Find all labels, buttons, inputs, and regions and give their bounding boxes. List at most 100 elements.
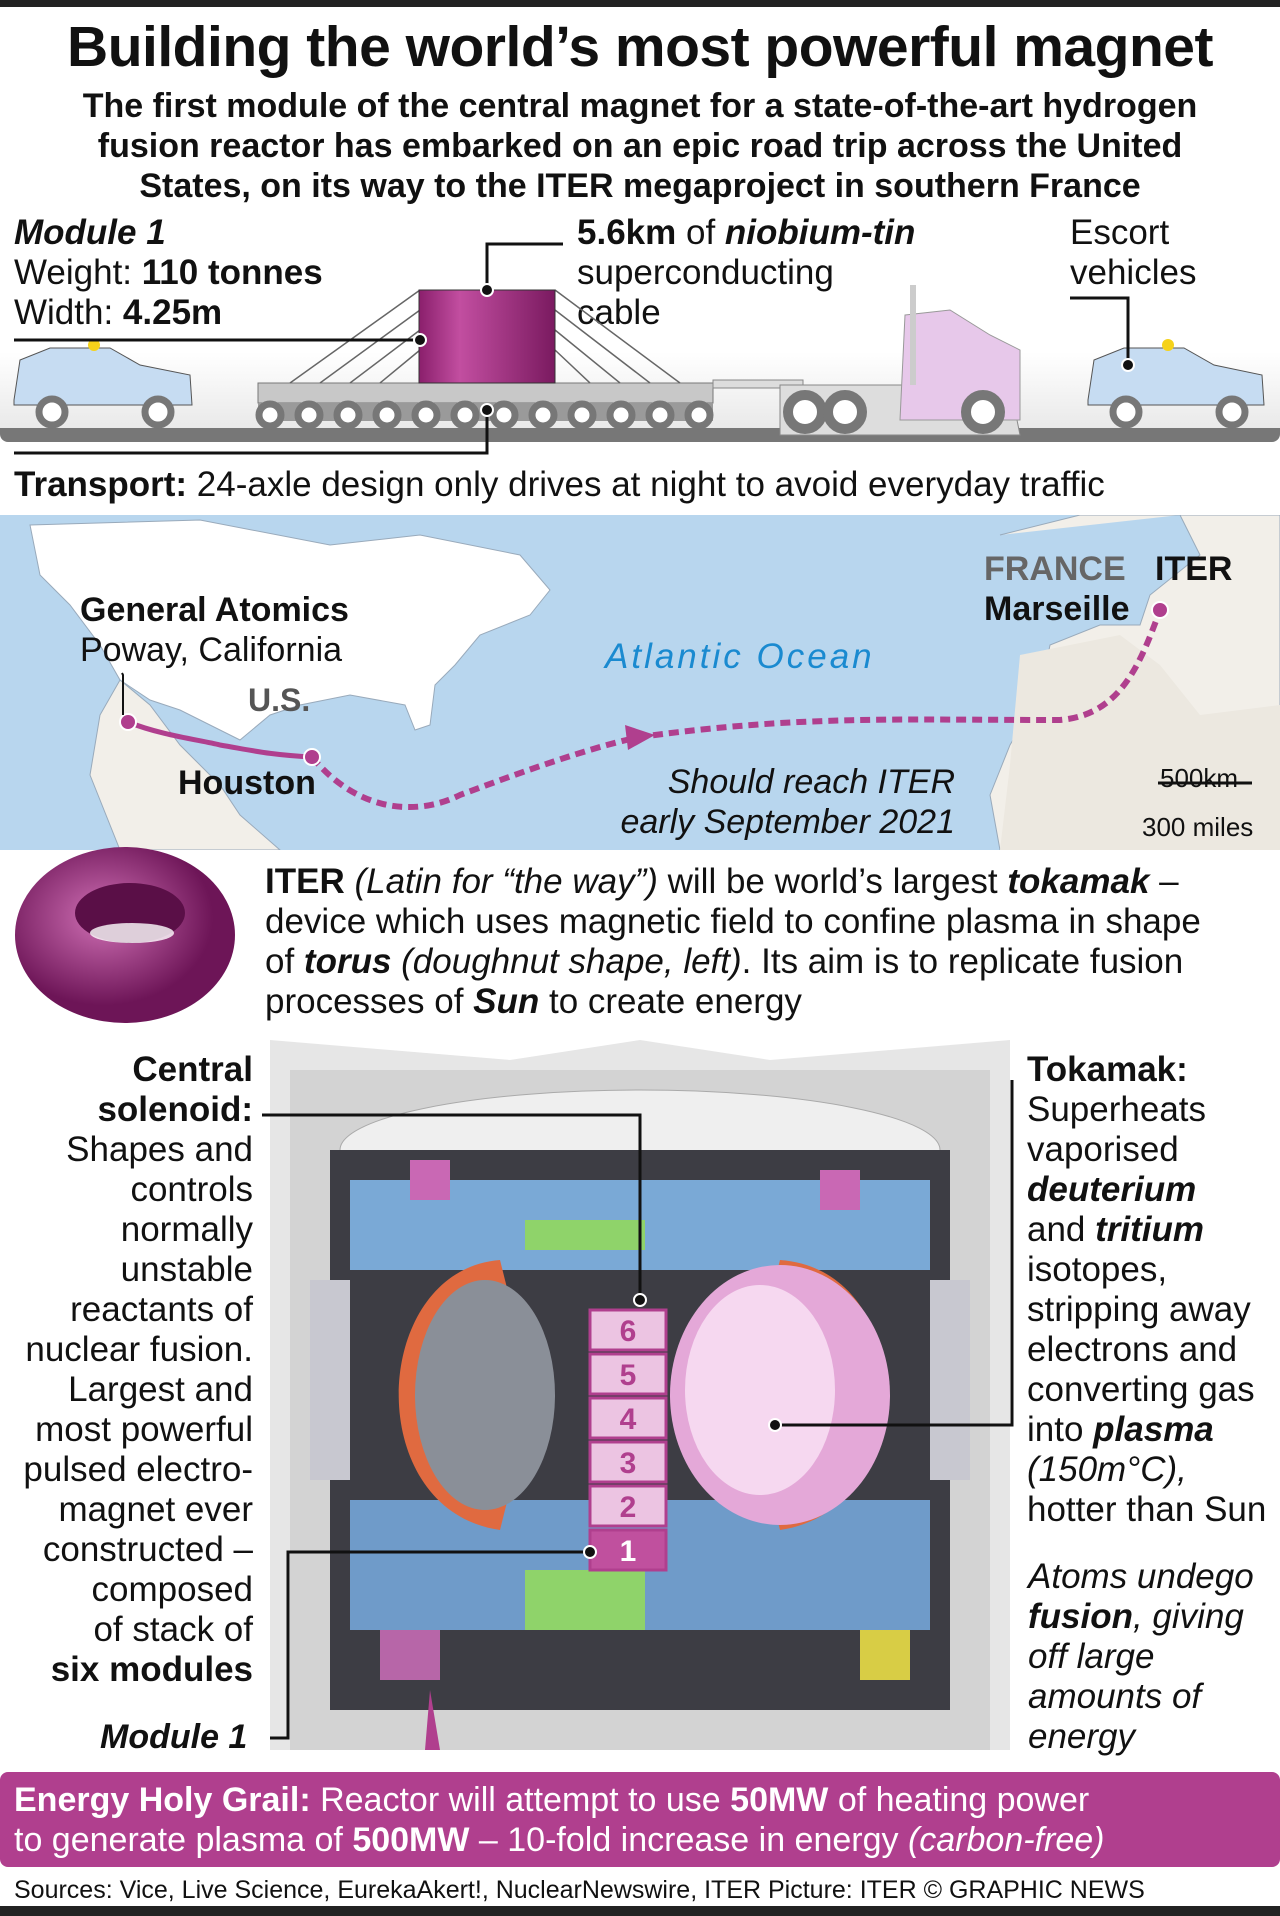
eta-line: early September 2021 [620, 803, 955, 841]
text: vaporised [1027, 1130, 1179, 1169]
solenoid-module [588, 1352, 668, 1396]
text: to generate plasma of [14, 1821, 353, 1859]
subtitle-line: States, on its way to the ITER megaproje… [139, 167, 1141, 205]
text: energy [1028, 1717, 1136, 1756]
origin-name: General Atomics [80, 591, 349, 629]
cable-info: 5.6km of niobium-tin superconducting cab… [577, 213, 915, 333]
text: of [265, 942, 304, 981]
magnet-module [418, 289, 556, 384]
text: Largest and [68, 1370, 253, 1409]
text: , giving [1132, 1597, 1244, 1636]
escort-car-right [1087, 339, 1265, 429]
leader-lines [14, 242, 1130, 455]
text: processes of [265, 982, 474, 1021]
tokamak-title: Tokamak: [1027, 1050, 1188, 1089]
route-map [0, 515, 1280, 850]
origin-place: Poway, California [80, 631, 343, 669]
torus-illustration [15, 847, 235, 1023]
torus-term: torus [303, 942, 392, 981]
text: off large [1028, 1637, 1155, 1676]
route-arrow [625, 725, 655, 750]
france-label: FRANCE [984, 550, 1126, 588]
transport-label: Transport: [14, 465, 188, 504]
scale-km: 500km [1160, 763, 1239, 793]
text: Superheats [1027, 1090, 1207, 1129]
transport-text: 24-axle design only drives at night to a… [187, 465, 1105, 504]
text: of heating power [828, 1781, 1090, 1819]
iter-latin: (Latin for “the way”) [344, 862, 658, 901]
escort-label: Escort vehicles [1070, 213, 1196, 293]
text: constructed – [42, 1530, 253, 1569]
top-bar [0, 0, 1280, 7]
text: Atoms undego [1028, 1557, 1254, 1596]
iter-term: ITER [265, 862, 345, 901]
subtitle-line: The first module of the central magnet f… [82, 87, 1198, 125]
tokamak-term: tokamak [1007, 862, 1150, 901]
cable-length: 5.6km [577, 213, 677, 252]
sun-term: Sun [473, 982, 540, 1021]
transport-note: Transport: 24-axle design only drives at… [14, 465, 1105, 505]
text: into [1027, 1410, 1094, 1449]
text: (carbon-free) [907, 1821, 1105, 1859]
bottom-bar [0, 1906, 1280, 1916]
text: . Its aim is to replicate fusion [741, 942, 1184, 981]
text: electrons and [1027, 1330, 1238, 1369]
weight-value: 110 tonnes [141, 253, 323, 292]
module-title: Module 1 [14, 213, 166, 252]
solenoid-module [588, 1396, 668, 1440]
fusion-term: fusion [1028, 1597, 1133, 1636]
solenoid-module-number: 2 [620, 1491, 637, 1524]
text: reactants of [70, 1290, 253, 1329]
text: Reactor will attempt to use [310, 1781, 731, 1819]
sea-route [309, 608, 1163, 811]
page-title: Building the world’s most powerful magne… [67, 15, 1213, 79]
text: – 10-fold increase in energy [469, 1821, 908, 1859]
map-land [29, 515, 1280, 850]
deuterium-term: deuterium [1027, 1170, 1197, 1209]
scale-miles: 300 miles [1142, 812, 1254, 842]
text: and [1027, 1210, 1096, 1249]
escort-line: Escort [1070, 213, 1170, 252]
text: controls [130, 1170, 253, 1209]
solenoid-title: Central [132, 1050, 253, 1089]
text: normally [120, 1210, 253, 1249]
escort-line: vehicles [1070, 253, 1197, 292]
text: converting gas [1027, 1370, 1255, 1409]
text: device which uses magnetic field to conf… [265, 902, 1201, 941]
text: nuclear fusion. [25, 1330, 253, 1369]
text: magnet ever [58, 1490, 253, 1529]
width-label: Width: [14, 293, 123, 332]
module-width: Width: 4.25m [14, 293, 323, 333]
sources-credit: Sources: Vice, Live Science, EurekaAkert… [14, 1876, 1145, 1904]
solenoid-module-number: 5 [620, 1359, 637, 1392]
text: amounts of [1028, 1677, 1202, 1716]
text: unstable [120, 1250, 253, 1289]
heating-power: 50MW [730, 1781, 829, 1819]
width-value: 4.25m [122, 293, 223, 332]
truck [712, 285, 1021, 436]
plasma-term: plasma [1093, 1410, 1214, 1449]
land-route [127, 719, 313, 760]
text: composed [91, 1570, 253, 1609]
energy-label: Energy Holy Grail: [14, 1781, 311, 1819]
text: to create energy [539, 982, 802, 1021]
text: of stack of [93, 1610, 253, 1649]
tritium-term: tritium [1095, 1210, 1205, 1249]
iter-description: ITER (Latin for “the way”) will be world… [265, 862, 1201, 1022]
solenoid-module [588, 1308, 668, 1352]
text: Shapes and [66, 1130, 253, 1169]
trailer-wheels [255, 400, 714, 430]
solenoid-module-number: 6 [620, 1315, 637, 1348]
text: six modules [50, 1650, 253, 1689]
energy-holy-grail-box: Energy Holy Grail: Reactor will attempt … [0, 1772, 1280, 1867]
text: – [1149, 862, 1179, 901]
text: stripping away [1027, 1290, 1251, 1329]
text: most powerful [35, 1410, 253, 1449]
marseille-label: Marseille [984, 590, 1130, 628]
solenoid-title: solenoid: [97, 1090, 253, 1129]
